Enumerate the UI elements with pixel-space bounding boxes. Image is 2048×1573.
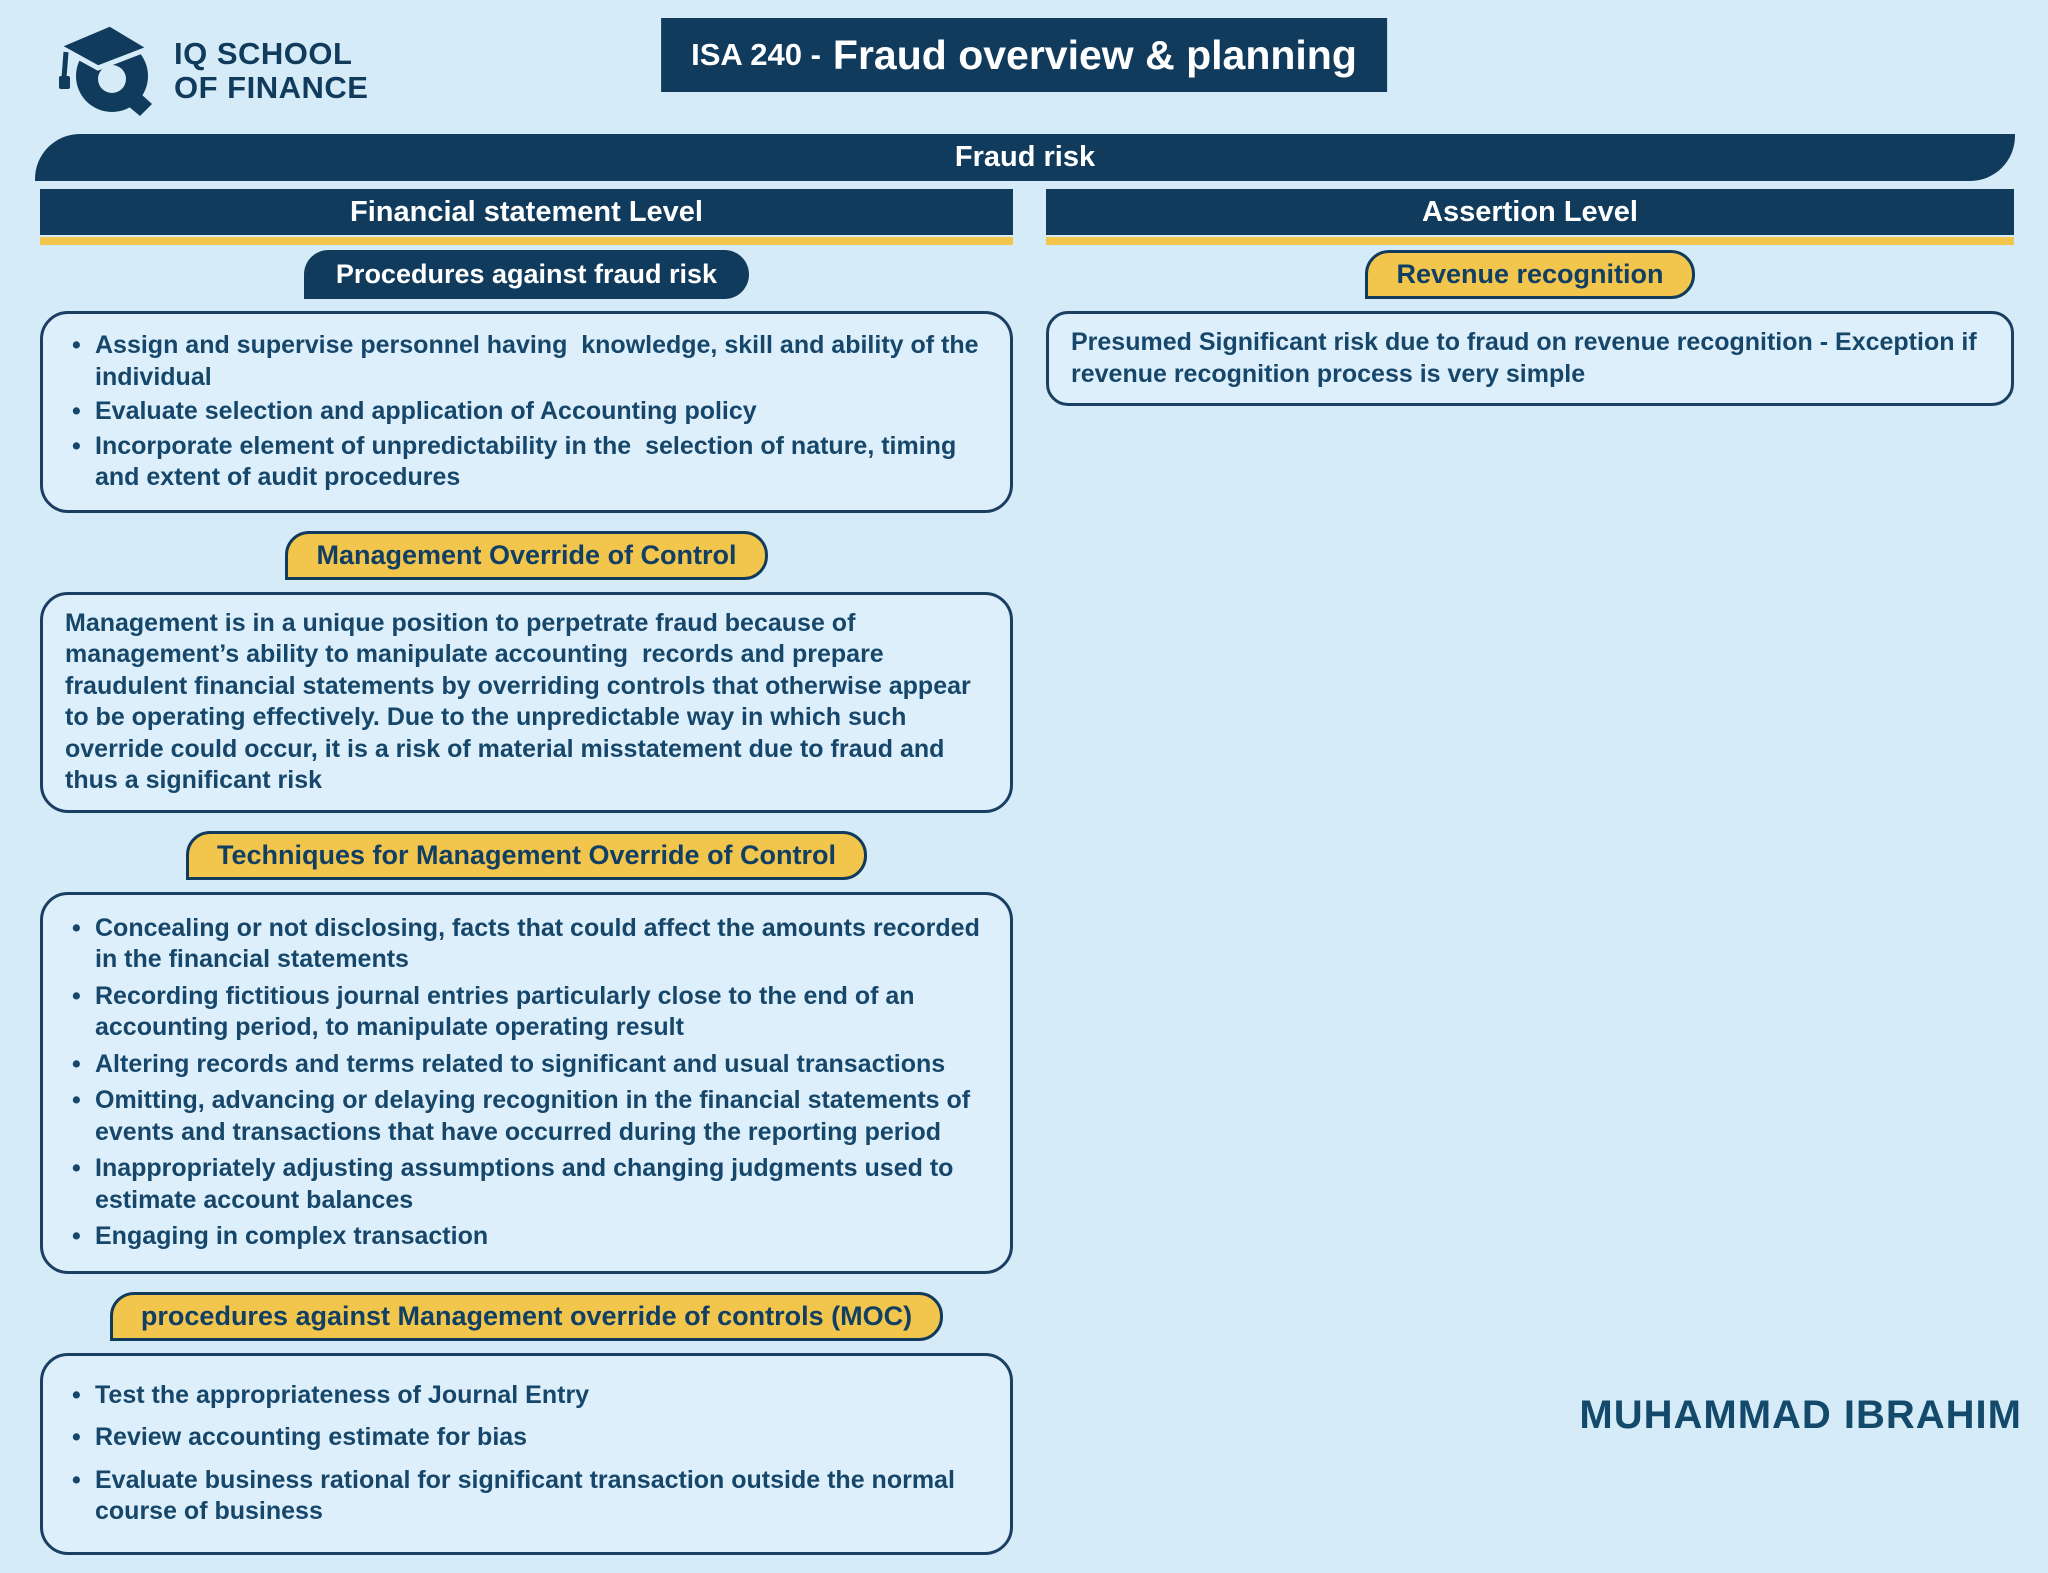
section-label-revenue-recognition: Revenue recognition [1365,250,1695,299]
gold-underline-left [40,237,1013,245]
management-override-of-control-box: Management is in a unique position to pe… [40,591,1013,813]
section-label-text: Revenue recognition [1396,259,1664,289]
bullet-item: Recording fictitious journal entries par… [65,981,988,1044]
bullet-item: Altering records and terms related to si… [65,1049,988,1081]
page-title-main: Fraud overview & planning [832,31,1357,78]
procedures-against-moc-box: Test the appropriateness of Journal Entr… [40,1352,1013,1555]
bullet-item: Evaluate selection and application of Ac… [65,396,988,428]
section-label-procedures-against-fraud-risk: Procedures against fraud risk [303,250,750,299]
column-header-assertion-label: Assertion Level [1422,195,1638,228]
gold-underline-right [1046,237,2014,245]
bullet-item: Evaluate business rational for significa… [65,1465,988,1528]
page-title-prefix: ISA 240 - [691,37,821,72]
bullet-item: Inappropriately adjusting assumptions an… [65,1153,988,1216]
section-label-text: Management Override of Control [316,539,737,570]
bullet-item: Engaging in complex transaction [65,1221,988,1253]
fraud-risk-banner: Fraud risk [35,134,2015,181]
management-override-paragraph: Management is in a unique position to pe… [65,608,978,795]
bullet-item: Incorporate element of unpredictability … [65,431,988,494]
footer-author: MUHAMMAD IBRAHIM [1579,1393,2022,1437]
techniques-for-management-override-box: Concealing or not disclosing, facts that… [40,891,1013,1274]
graduation-cap-q-icon [50,14,162,127]
bullet-item: Review accounting estimate for bias [65,1422,988,1454]
bullet-item: Test the appropriateness of Journal Entr… [65,1380,988,1412]
procedures-against-fraud-risk-box: Assign and supervise personnel having kn… [40,311,1013,513]
logo: IQ SCHOOL OF FINANCE [50,14,368,127]
section-label-techniques-for-management-override: Techniques for Management Override of Co… [185,830,868,880]
section-label-management-override-of-control: Management Override of Control [285,530,768,580]
section-label-text: Procedures against fraud risk [335,259,718,289]
section-label-text: Techniques for Management Override of Co… [216,839,837,870]
brand-name: IQ SCHOOL OF FINANCE [174,37,368,104]
section-label-text: procedures against Management override o… [140,1300,913,1331]
financial-statement-column: Procedures against fraud risk Assign and… [40,250,1013,1573]
brand-line-1: IQ SCHOOL [174,36,353,72]
column-header-financial-statement: Financial statement Level [40,189,1013,235]
page-title: ISA 240 - Fraud overview & planning [661,18,1387,92]
fraud-risk-banner-label: Fraud risk [954,141,1096,173]
column-header-financial-statement-label: Financial statement Level [350,195,703,228]
column-header-assertion: Assertion Level [1046,189,2014,235]
assertion-level-column: Revenue recognition Presumed Significant… [1046,250,2014,424]
section-label-procedures-against-moc: procedures against Management override o… [109,1291,944,1341]
brand-line-2: OF FINANCE [174,69,369,105]
revenue-recognition-box: Presumed Significant risk due to fraud o… [1046,311,2014,406]
bullet-item: Omitting, advancing or delaying recognit… [65,1085,988,1148]
revenue-recognition-paragraph: Presumed Significant risk due to fraud o… [1071,328,1984,388]
bullet-item: Concealing or not disclosing, facts that… [65,913,988,976]
bullet-item: Assign and supervise personnel having kn… [65,330,988,393]
